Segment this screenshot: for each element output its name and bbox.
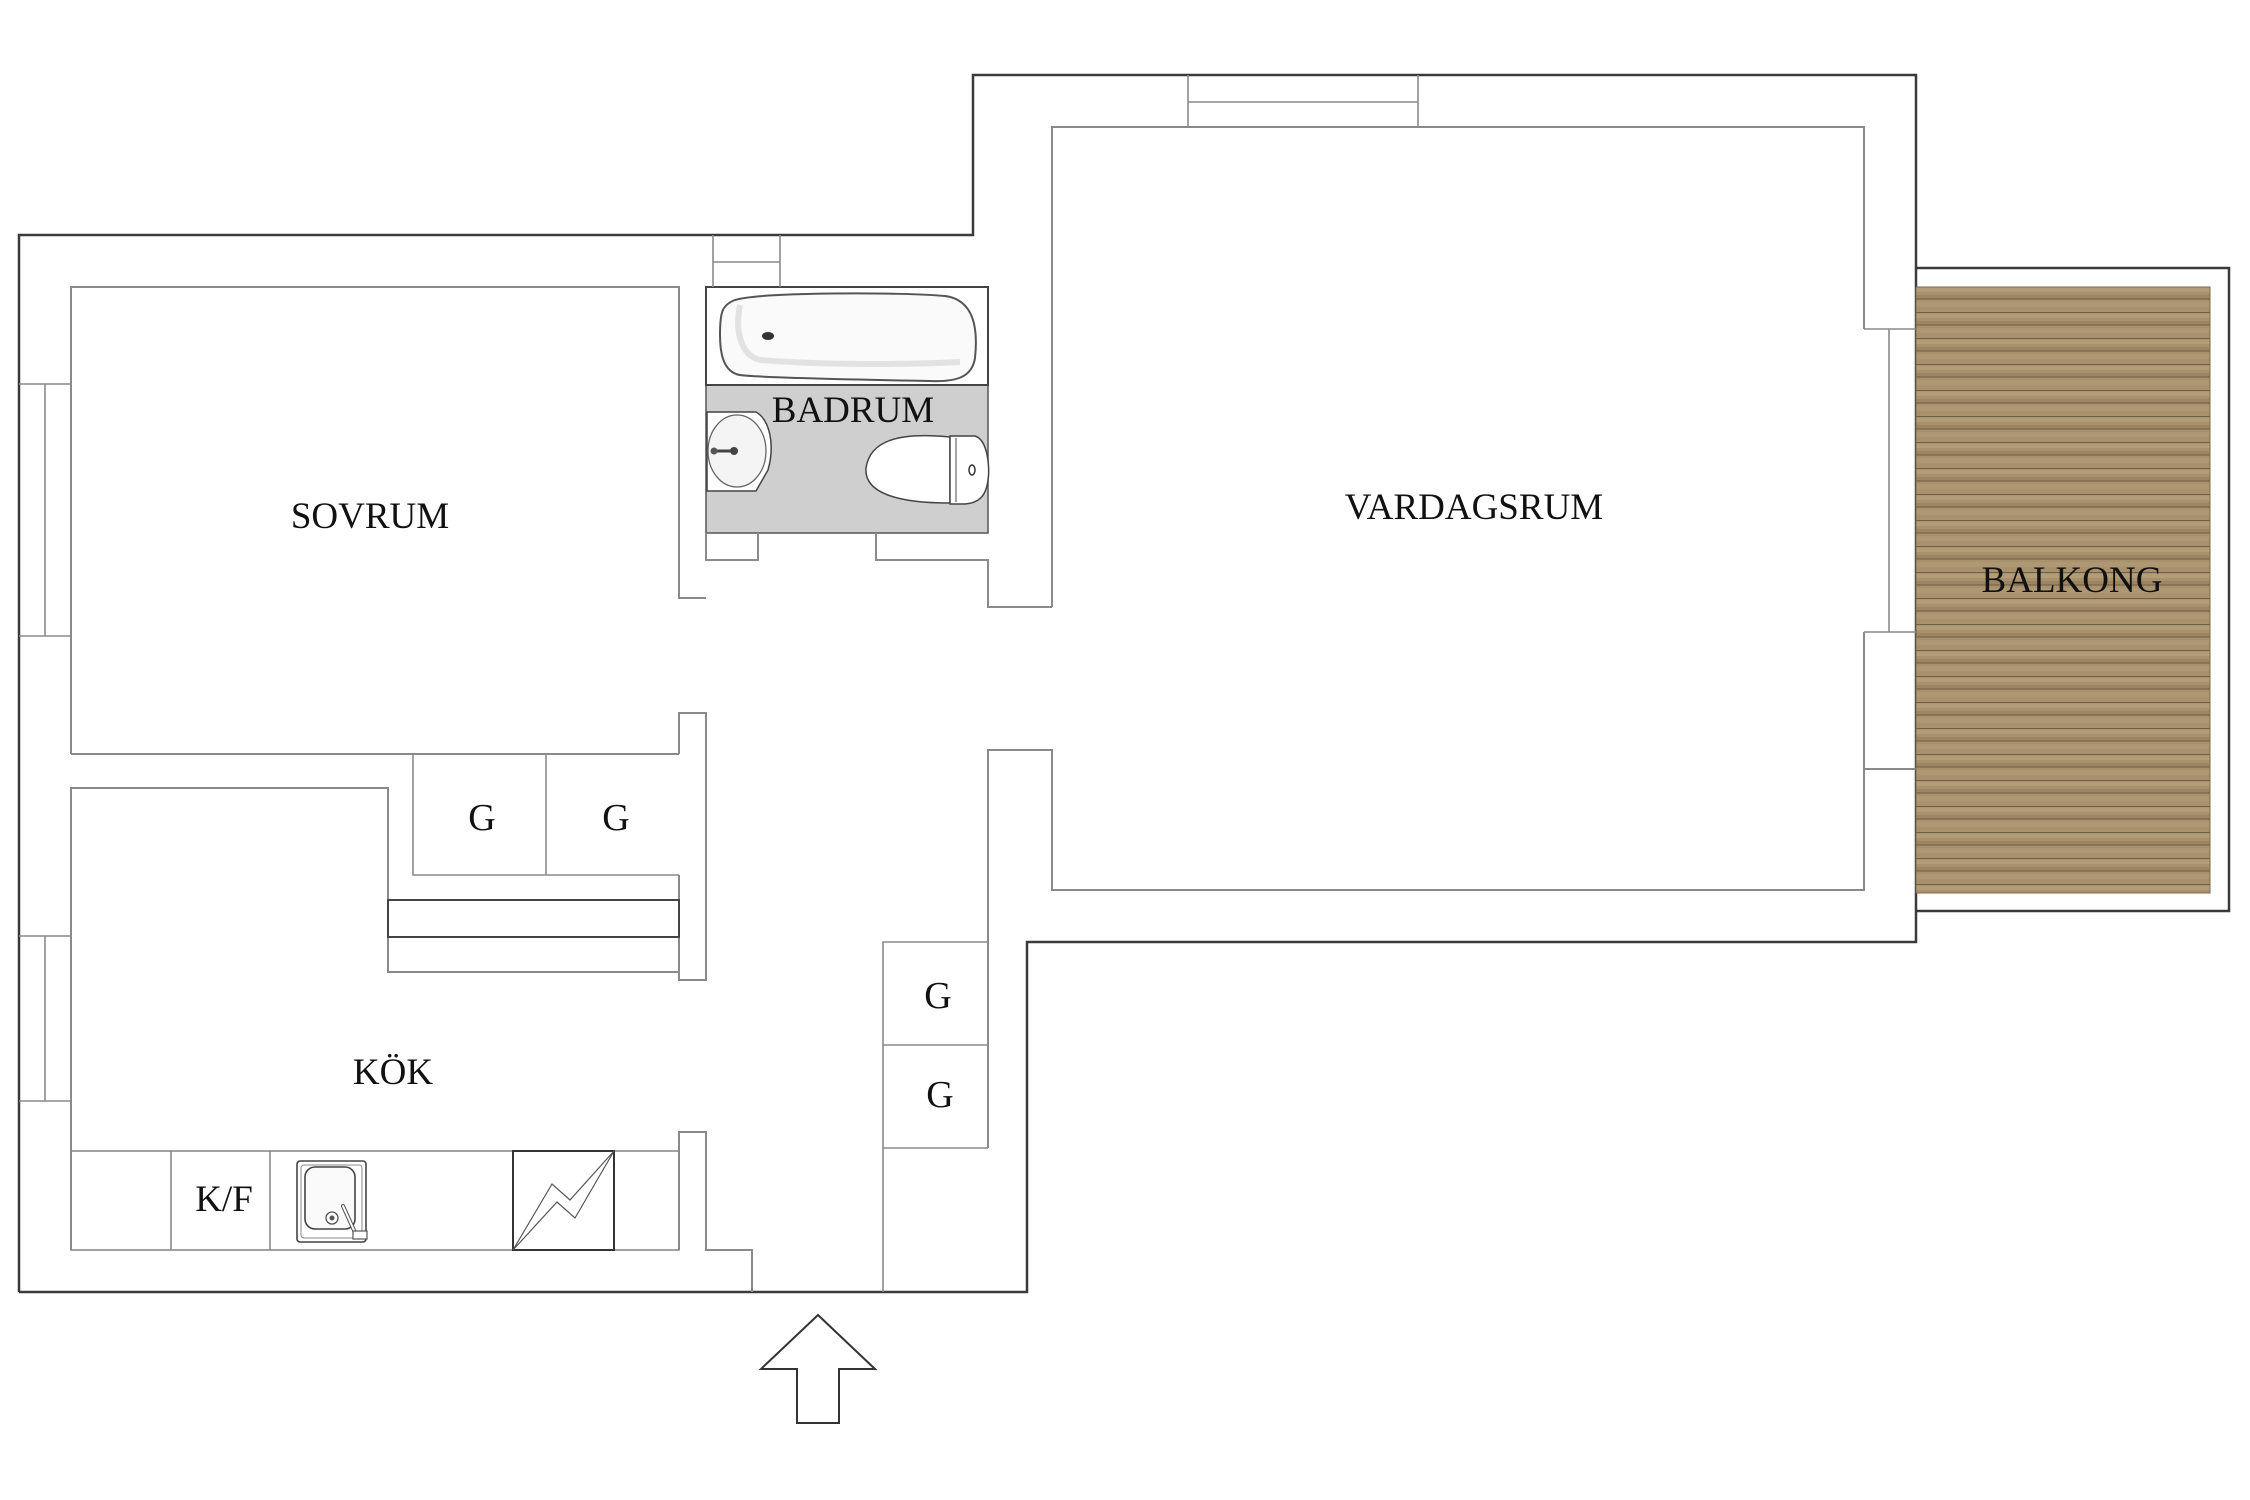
room-label-badrum: BADRUM (772, 390, 934, 431)
closet-label: G (926, 1074, 953, 1116)
window-sovrum (19, 383, 71, 637)
closets-upper: G G (412, 754, 679, 876)
room-label-kok: KÖK (353, 1052, 433, 1093)
window-kok (19, 935, 71, 1102)
room-label-balkong: BALKONG (1982, 560, 2163, 601)
window-vardagsrum-top (1187, 75, 1419, 127)
room-label-sovrum: SOVRUM (291, 496, 449, 537)
fridge-freezer-label: K/F (195, 1179, 253, 1220)
closets-entrance: G G (882, 941, 988, 1292)
balcony-door (1864, 328, 1916, 633)
kitchen-sink-icon (296, 1160, 368, 1243)
closet-label: G (924, 975, 951, 1017)
toilet-icon (865, 434, 990, 505)
balcony-decking (1915, 286, 2211, 894)
room-sovrum: SOVRUM (19, 286, 706, 755)
stove-icon (512, 1150, 615, 1251)
room-vardagsrum: VARDAGSRUM (987, 75, 1916, 1148)
room-label-vardagsrum: VARDAGSRUM (1345, 487, 1603, 528)
room-kok: K/F KÖK (19, 712, 753, 1292)
room-balkong: BALKONG (1915, 266, 2231, 913)
washbasin-icon (706, 411, 772, 492)
window-badrum (712, 235, 781, 287)
closet-label: G (602, 797, 629, 839)
entrance-arrow-icon (758, 1313, 878, 1424)
bathtub-icon (718, 292, 977, 383)
room-badrum: BADRUM (705, 235, 1052, 608)
exterior-walls (17, 73, 1918, 1294)
closet-label: G (468, 797, 495, 839)
kitchen-shelf (387, 899, 680, 938)
